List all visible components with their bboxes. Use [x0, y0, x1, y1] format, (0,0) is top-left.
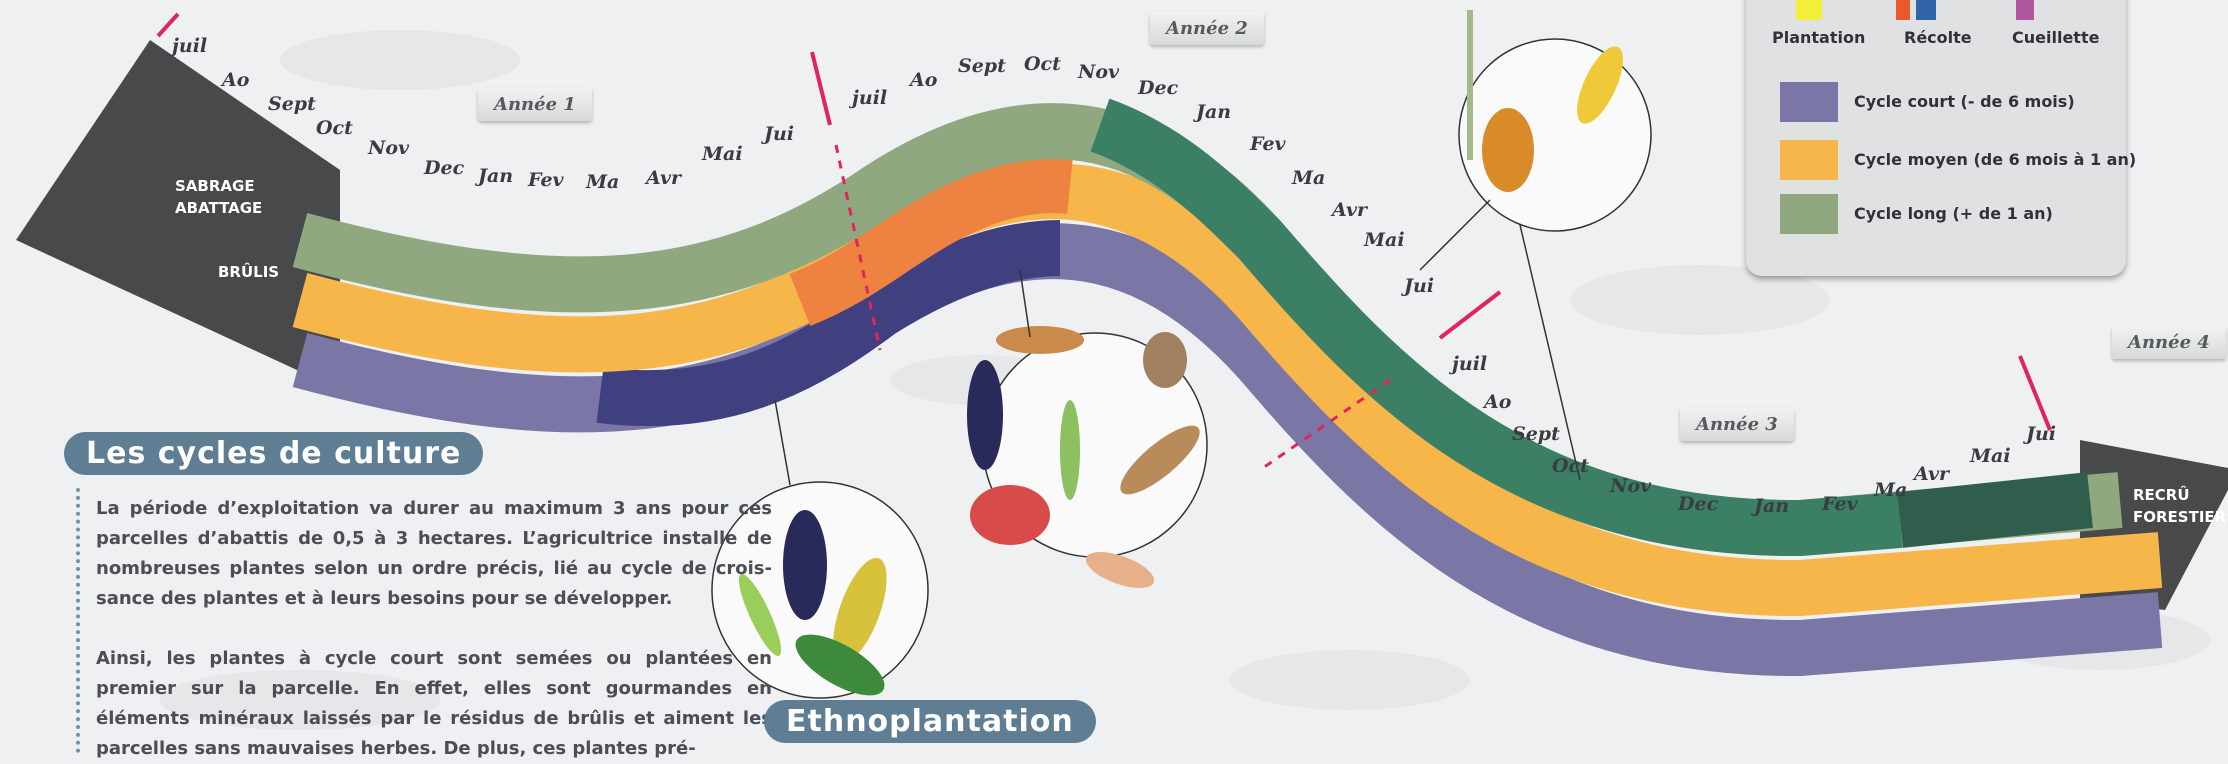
month-label: Sept — [1512, 423, 1560, 445]
legend-swatch-medium — [1780, 140, 1838, 180]
month-label: Avr — [1330, 199, 1369, 221]
legend-label-cueillette: Cueillette — [2012, 28, 2099, 47]
legend-panel: Plantation Récolte Cueillette Cycle cour… — [1746, 0, 2126, 276]
stage-label-abattage: ABATTAGE — [175, 199, 262, 217]
month-label: Fev — [1249, 133, 1287, 155]
month-label: Ma — [1873, 479, 1907, 501]
month-label: Fev — [527, 169, 565, 191]
month-label: Jan — [1193, 101, 1231, 123]
month-label: Jan — [475, 165, 513, 187]
section-title-cycles: Les cycles de culture — [64, 432, 483, 475]
month-label: Ma — [1291, 167, 1325, 189]
legend-label-plantation: Plantation — [1772, 28, 1865, 47]
month-label: Jui — [761, 123, 794, 145]
month-label: Ao — [1482, 391, 1512, 413]
month-label: Ma — [585, 171, 619, 193]
section-paragraph-2: Ainsi, les plantes à cycle court sont se… — [96, 644, 772, 764]
month-label: Oct — [1024, 53, 1061, 75]
month-label: juil — [1448, 353, 1487, 375]
month-label: Mai — [701, 143, 743, 165]
legend-swatch-short — [1780, 82, 1838, 122]
legend-text-long: Cycle long (+ de 1 an) — [1854, 204, 2053, 223]
month-label: Avr — [644, 167, 683, 189]
cueillette-figure-icon — [2016, 0, 2034, 20]
month-label: Nov — [1609, 475, 1652, 497]
year-tag-2: Année 2 — [1150, 12, 1264, 45]
month-label: juil — [168, 35, 207, 57]
legend-swatch-long — [1780, 194, 1838, 234]
month-label: Sept — [958, 55, 1006, 77]
recolte-figure-icon-b — [1916, 0, 1936, 20]
stage-label-sabrage: SABRAGE — [175, 177, 255, 195]
band-long-final — [1900, 500, 2090, 520]
month-label: Jui — [2023, 423, 2056, 445]
stage-label-brulis: BRÛLIS — [218, 262, 279, 281]
month-label: Dec — [423, 157, 465, 179]
month-label: Jui — [1401, 275, 1434, 297]
legend-text-short: Cycle court (- de 6 mois) — [1854, 92, 2075, 111]
stage-label-forestier: FORESTIER — [2133, 508, 2227, 526]
month-label: Mai — [1363, 229, 1405, 251]
month-label: Ao — [220, 69, 250, 91]
year-tag-4: Année 4 — [2112, 326, 2226, 359]
section-title-ethnoplantation: Ethnoplantation — [764, 700, 1096, 743]
year-tag-3: Année 3 — [1680, 408, 1794, 441]
stage-label-recru: RECRÛ — [2133, 485, 2190, 504]
month-label: Nov — [367, 137, 410, 159]
month-label: Jan — [1751, 495, 1789, 517]
month-label: Nov — [1077, 61, 1120, 83]
plantation-figure-icon — [1796, 0, 1822, 20]
legend-text-medium: Cycle moyen (de 6 mois à 1 an) — [1854, 150, 2136, 169]
month-label: Mai — [1969, 445, 2011, 467]
month-label: Ao — [908, 69, 938, 91]
month-label: Oct — [316, 117, 353, 139]
recolte-figure-icon-a — [1896, 0, 1910, 20]
month-label: Sept — [268, 93, 316, 115]
year-tag-1: Année 1 — [478, 88, 592, 121]
legend-label-recolte: Récolte — [1904, 28, 1972, 47]
month-label: Fev — [1821, 493, 1859, 515]
month-label: Dec — [1677, 493, 1719, 515]
month-label: Dec — [1137, 77, 1179, 99]
dotted-rule-1 — [76, 488, 80, 753]
section-paragraph-1: La période d’exploitation va durer au ma… — [96, 494, 772, 614]
month-label: juil — [848, 87, 887, 109]
month-label: Avr — [1912, 463, 1951, 485]
month-label: Oct — [1552, 455, 1589, 477]
